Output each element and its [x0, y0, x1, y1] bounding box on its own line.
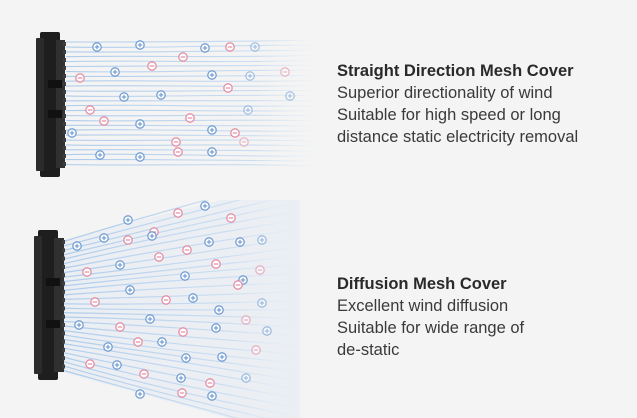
straight-description: Straight Direction Mesh Cover Superior d…: [337, 60, 578, 148]
negative-ion-icon: [178, 52, 188, 62]
straight-line-1: Superior directionality of wind: [337, 84, 553, 102]
positive-ion-icon: [103, 342, 113, 352]
positive-ion-icon: [156, 90, 166, 100]
positive-ion-icon: [207, 391, 217, 401]
positive-ion-icon: [123, 215, 133, 225]
negative-ion-icon: [178, 327, 188, 337]
negative-ion-icon: [280, 67, 290, 77]
positive-ion-icon: [200, 43, 210, 53]
positive-ion-icon: [72, 241, 82, 251]
diffusion-line-3: de-static: [337, 341, 400, 359]
positive-ion-icon: [176, 373, 186, 383]
positive-ion-icon: [235, 237, 245, 247]
negative-ion-icon: [85, 105, 95, 115]
positive-ion-icon: [135, 389, 145, 399]
negative-ion-icon: [255, 265, 265, 275]
positive-ion-icon: [180, 271, 190, 281]
ionizer-device-diffusion: [34, 230, 65, 380]
positive-ion-icon: [207, 125, 217, 135]
negative-ion-icon: [177, 388, 187, 398]
positive-ion-icon: [241, 373, 251, 383]
positive-ion-icon: [250, 42, 260, 52]
positive-ion-icon: [245, 71, 255, 81]
diffusion-airflow-illustration: [34, 200, 301, 418]
negative-ion-icon: [99, 116, 109, 126]
straight-title: Straight Direction Mesh Cover: [337, 62, 574, 80]
diffusion-airflow-lines: [61, 200, 301, 418]
positive-ion-icon: [99, 233, 109, 243]
negative-ion-icon: [161, 295, 171, 305]
positive-ion-icon: [207, 147, 217, 157]
positive-ion-icon: [262, 326, 272, 336]
positive-ion-icon: [125, 285, 135, 295]
negative-ion-icon: [139, 369, 149, 379]
positive-ion-icon: [211, 323, 221, 333]
positive-ion-icon: [92, 42, 102, 52]
positive-ion-icon: [188, 293, 198, 303]
positive-ion-icon: [67, 128, 77, 138]
positive-ion-icon: [147, 231, 157, 241]
straight-line-3: distance static electricity removal: [337, 128, 579, 146]
diffusion-title: Diffusion Mesh Cover: [337, 275, 507, 293]
positive-ion-icon: [204, 237, 214, 247]
negative-ion-icon: [185, 113, 195, 123]
negative-ion-icon: [90, 297, 100, 307]
negative-ion-icon: [225, 42, 235, 52]
diffusion-ion-particles: [72, 201, 272, 401]
negative-ion-icon: [230, 128, 240, 138]
positive-ion-icon: [207, 70, 217, 80]
negative-ion-icon: [233, 280, 243, 290]
diffusion-line-2: Suitable for wide range of: [337, 319, 525, 337]
diffusion-line-1: Excellent wind diffusion: [337, 297, 509, 315]
positive-ion-icon: [243, 105, 253, 115]
positive-ion-icon: [135, 119, 145, 129]
positive-ion-icon: [115, 260, 125, 270]
positive-ion-icon: [257, 235, 267, 245]
positive-ion-icon: [95, 150, 105, 160]
positive-ion-icon: [145, 314, 155, 324]
straight-ion-particles: [67, 40, 295, 162]
negative-ion-icon: [226, 213, 236, 223]
negative-ion-icon: [133, 337, 143, 347]
positive-ion-icon: [285, 91, 295, 101]
negative-ion-icon: [241, 315, 251, 325]
straight-airflow-lines: [65, 39, 321, 167]
negative-ion-icon: [251, 345, 261, 355]
negative-ion-icon: [115, 322, 125, 332]
negative-ion-icon: [182, 245, 192, 255]
positive-ion-icon: [135, 152, 145, 162]
negative-ion-icon: [171, 137, 181, 147]
negative-ion-icon: [82, 267, 92, 277]
positive-ion-icon: [74, 320, 84, 330]
positive-ion-icon: [257, 298, 267, 308]
positive-ion-icon: [181, 353, 191, 363]
positive-ion-icon: [217, 352, 227, 362]
positive-ion-icon: [157, 337, 167, 347]
negative-ion-icon: [75, 73, 85, 83]
positive-ion-icon: [135, 40, 145, 50]
positive-ion-icon: [119, 92, 129, 102]
ionizer-device-straight: [36, 32, 66, 177]
straight-mesh-panel: Straight Direction Mesh Cover Superior d…: [0, 0, 637, 200]
negative-ion-icon: [211, 259, 221, 269]
positive-ion-icon: [110, 67, 120, 77]
negative-ion-icon: [147, 61, 157, 71]
straight-airflow-illustration: [36, 32, 321, 177]
positive-ion-icon: [214, 305, 224, 315]
negative-ion-icon: [123, 235, 133, 245]
negative-ion-icon: [85, 359, 95, 369]
positive-ion-icon: [112, 360, 122, 370]
diffusion-description: Diffusion Mesh Cover Excellent wind diff…: [337, 273, 524, 361]
straight-line-2: Suitable for high speed or long: [337, 106, 561, 124]
negative-ion-icon: [154, 252, 164, 262]
negative-ion-icon: [173, 147, 183, 157]
negative-ion-icon: [173, 208, 183, 218]
diffusion-mesh-panel: Diffusion Mesh Cover Excellent wind diff…: [0, 200, 637, 418]
positive-ion-icon: [200, 201, 210, 211]
negative-ion-icon: [223, 83, 233, 93]
negative-ion-icon: [239, 137, 249, 147]
negative-ion-icon: [205, 378, 215, 388]
